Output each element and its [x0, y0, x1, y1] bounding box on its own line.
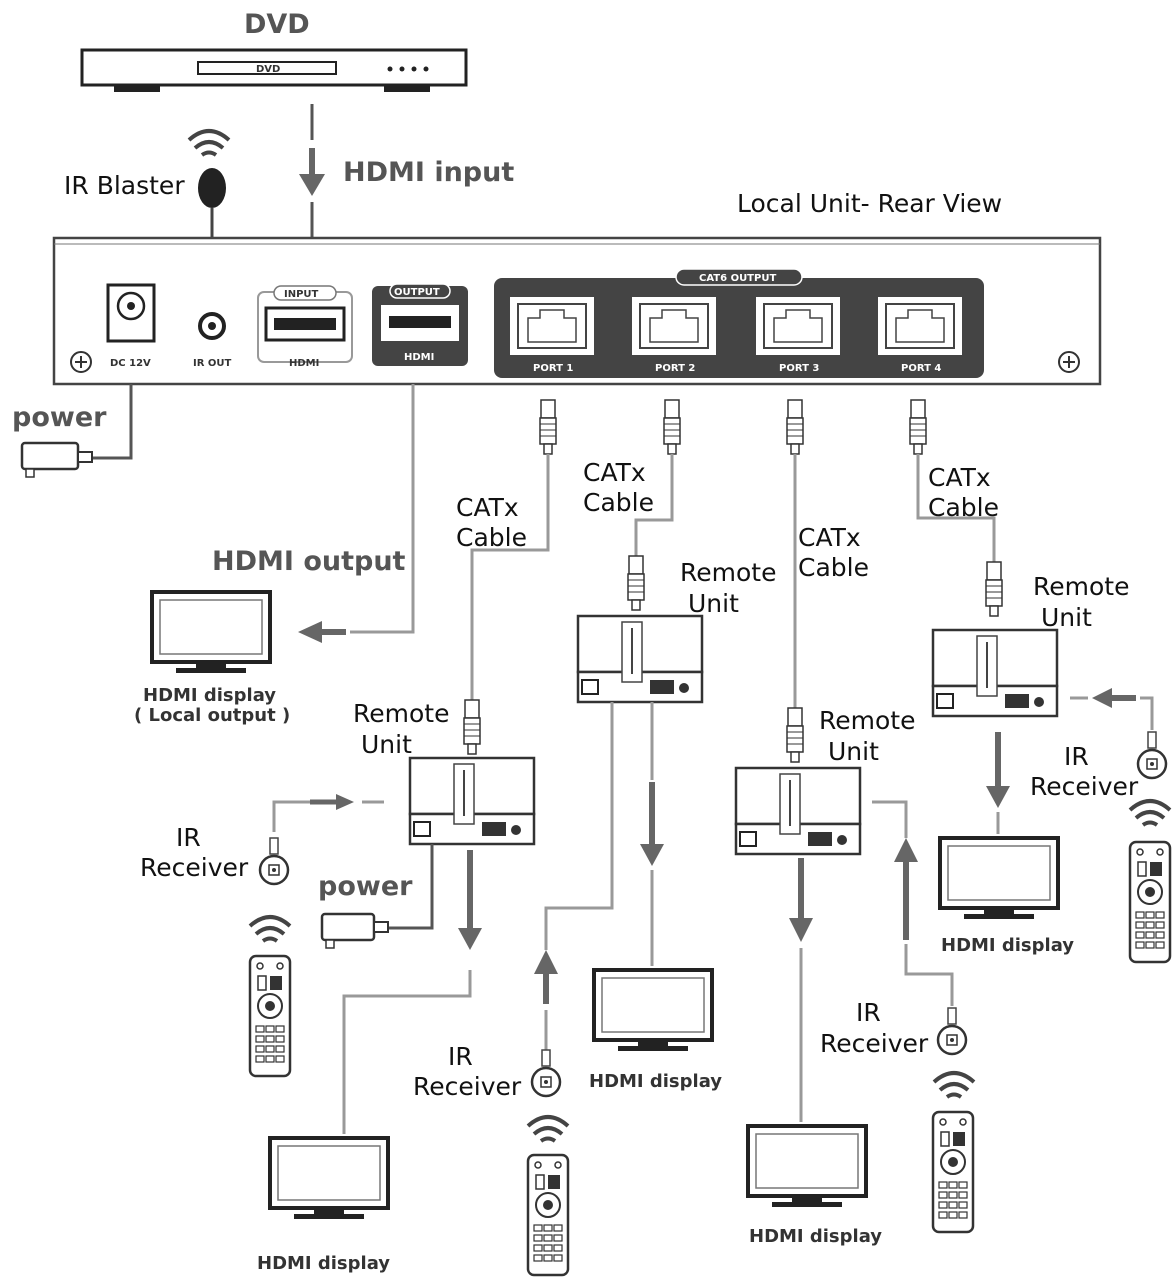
hdmi-input-arrow	[299, 104, 325, 244]
receiver-label-2: Receiver	[413, 1072, 522, 1101]
local-display-label: HDMI display	[143, 685, 276, 706]
remote-control-3	[931, 1110, 975, 1234]
ir-label-2: IR	[448, 1042, 473, 1071]
power-adapter-remote	[320, 912, 389, 949]
ir-blaster-signal-icon	[187, 129, 231, 157]
local-output-label: ( Local output )	[134, 705, 290, 726]
ir-label-1: IR	[176, 823, 201, 852]
dc-12v-label: DC 12V	[110, 358, 151, 369]
remote-control-1	[248, 954, 292, 1078]
ir-out-label: IR OUT	[193, 358, 232, 369]
cable-label-1: Cable	[456, 523, 527, 552]
ir-receiver-4	[1136, 730, 1168, 780]
rj45-plug-icon	[786, 399, 804, 455]
unit-label-1: Unit	[361, 730, 412, 759]
local-unit-panel: DC 12V IR OUT INPUT HDMI OUTPUT HDMI CAT…	[52, 236, 1102, 386]
display-label-3: HDMI display	[749, 1226, 882, 1247]
catx-label-1: CATx	[456, 493, 519, 522]
unit-label-3: Unit	[828, 737, 879, 766]
screw-icon	[70, 351, 92, 373]
display-label-2: HDMI display	[589, 1071, 722, 1092]
ir-signal-icon	[526, 1115, 570, 1143]
receiver-label-1: Receiver	[140, 853, 249, 882]
dvd-player: DVD	[80, 48, 468, 92]
rj45-plug-icon	[985, 561, 1003, 617]
unit-label-2: Unit	[688, 589, 739, 618]
cable-label-2: Cable	[583, 488, 654, 517]
remote-label-1: Remote	[353, 699, 449, 728]
hdmi-display-4	[938, 836, 1060, 921]
unit-label-4: Unit	[1041, 603, 1092, 632]
ir-blaster-label: IR Blaster	[64, 171, 185, 200]
hdmi-display-3	[746, 1124, 868, 1209]
ir-receiver-2	[530, 1048, 562, 1098]
ir-signal-icon	[932, 1071, 976, 1099]
rj45-plug-icon	[539, 399, 557, 455]
ir-label-3: IR	[856, 998, 881, 1027]
screw-icon	[1058, 351, 1080, 373]
remote-control-4	[1128, 840, 1172, 964]
ir-receiver-1	[258, 836, 290, 886]
remote-label-3: Remote	[819, 706, 915, 735]
rj45-plug-icon	[786, 707, 804, 763]
rj45-port-3	[756, 297, 840, 355]
port-1-label: PORT 1	[533, 363, 573, 374]
cable-label-3: Cable	[798, 553, 869, 582]
cat6-output-label: CAT6 OUTPUT	[699, 273, 776, 284]
hdmi-input-label: HDMI input	[343, 157, 514, 188]
rj45-plug-icon	[463, 699, 481, 755]
local-hdmi-display	[150, 590, 272, 675]
rj45-port-4	[878, 297, 962, 355]
remote-unit-4	[931, 628, 1059, 718]
remote-control-2	[526, 1153, 570, 1277]
remote-unit-3	[734, 766, 862, 856]
ir-signal-icon	[1128, 799, 1172, 827]
remote-label-4: Remote	[1033, 572, 1129, 601]
catx-label-2: CATx	[583, 458, 646, 487]
display-label-4: HDMI display	[941, 935, 1074, 956]
receiver-label-4: Receiver	[1030, 772, 1139, 801]
ir-label-4: IR	[1064, 742, 1089, 771]
hdmi-output-label: HDMI output	[212, 546, 406, 577]
catx-label-3: CATx	[798, 523, 861, 552]
hdmi-display-2	[592, 968, 714, 1053]
rj45-port-2	[632, 297, 716, 355]
rj45-plug-icon	[627, 555, 645, 611]
hdmi-output-arrow	[298, 621, 346, 643]
port-4-label: PORT 4	[901, 363, 941, 374]
remote-label-2: Remote	[680, 558, 776, 587]
dvd-slot-label: DVD	[256, 64, 280, 75]
remote-unit-1	[408, 756, 536, 846]
rj45-port-1	[510, 297, 594, 355]
catx-label-4: CATx	[928, 463, 991, 492]
port-2-label: PORT 2	[655, 363, 695, 374]
hdmi-input-port-label: HDMI	[289, 358, 319, 369]
hdmi-display-1	[268, 1136, 390, 1221]
input-badge: INPUT	[284, 289, 319, 300]
catx-cable-2	[634, 454, 674, 556]
hdmi-output-port-label: HDMI	[404, 352, 434, 363]
ir-receiver-3	[936, 1006, 968, 1056]
receiver-label-3: Receiver	[820, 1029, 929, 1058]
power-label-local: power	[12, 402, 107, 433]
output-badge: OUTPUT	[394, 287, 440, 298]
rj45-plug-icon	[663, 399, 681, 455]
port-3-label: PORT 3	[779, 363, 819, 374]
cat6-output-block	[494, 278, 984, 378]
cable-label-4: Cable	[928, 493, 999, 522]
local-unit-title: Local Unit- Rear View	[737, 189, 1002, 218]
rj45-plug-icon	[909, 399, 927, 455]
power-adapter-local	[20, 384, 133, 478]
display-label-1: HDMI display	[257, 1253, 390, 1274]
catx-cable-4	[916, 454, 996, 562]
catx-cable-1	[470, 454, 550, 700]
hdmi-output-cable	[350, 384, 415, 634]
ir-signal-icon	[248, 915, 292, 943]
power-label-remote: power	[318, 871, 413, 902]
dvd-title: DVD	[244, 9, 310, 40]
remote-unit-2	[576, 614, 704, 704]
